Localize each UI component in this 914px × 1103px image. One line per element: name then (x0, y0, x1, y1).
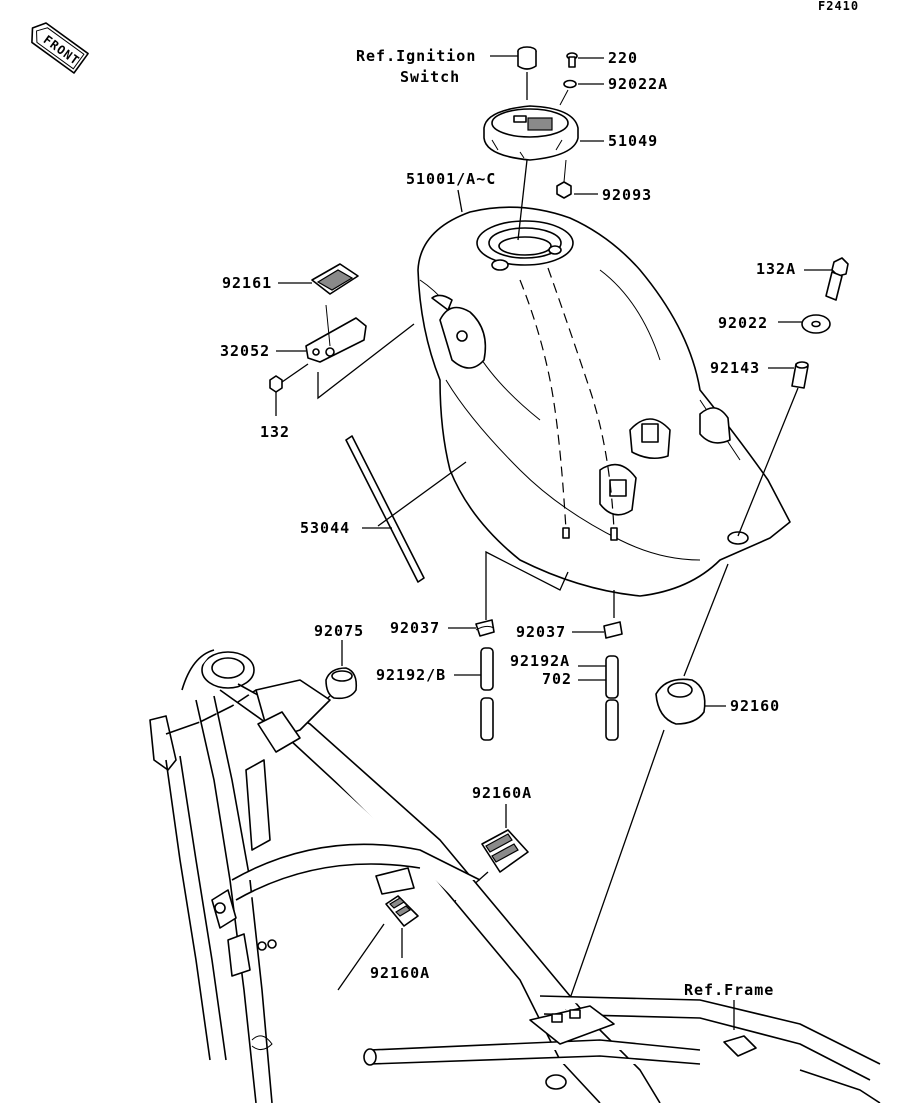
label-92160a-bottom: 92160A (370, 964, 430, 982)
label-92192a: 92192A (510, 652, 570, 670)
rubber-92160a-lower (337, 895, 419, 991)
label-702: 702 (542, 670, 572, 688)
label-ref-frame: Ref.Frame (684, 981, 774, 999)
label-92161: 92161 (222, 274, 272, 292)
label-132: 132 (260, 423, 290, 441)
bolt-132a (804, 257, 849, 301)
label-92037-right: 92037 (516, 623, 566, 641)
clamp-92037-left (448, 619, 495, 637)
label-53044: 53044 (300, 519, 350, 537)
rubber-92161 (278, 263, 359, 295)
label-92075: 92075 (314, 622, 364, 640)
label-92143: 92143 (710, 359, 760, 377)
fuel-tank-51001 (417, 206, 791, 597)
label-92022: 92022 (718, 314, 768, 332)
label-92160: 92160 (730, 697, 780, 715)
label-ref-ignition-2: Switch (400, 68, 460, 86)
front-direction-badge: FRONT (31, 22, 89, 74)
figure-id: F2410 (818, 0, 859, 13)
screw-220 (566, 52, 604, 68)
label-92037-left: 92037 (390, 619, 440, 637)
label-92192b: 92192/B (376, 666, 446, 684)
motorcycle-frame (149, 649, 881, 1103)
bracket-32052 (276, 304, 367, 363)
hose-92192a (578, 655, 619, 741)
label-51049: 51049 (608, 132, 658, 150)
fuel-cap-51049 (483, 89, 604, 161)
washer-92022 (778, 314, 831, 334)
washer-92022a (563, 79, 604, 89)
label-92093: 92093 (602, 186, 652, 204)
label-51001: 51001/A~C (406, 170, 496, 188)
label-32052: 32052 (220, 342, 270, 360)
label-92022a: 92022A (608, 75, 668, 93)
label-ref-ignition-1: Ref.Ignition (356, 47, 476, 65)
ignition-switch-ref-part (517, 46, 537, 100)
collar-92143 (737, 361, 809, 537)
clamp-92037-right (572, 590, 623, 639)
damper-92160 (565, 563, 729, 1011)
bolt-132 (269, 363, 309, 416)
nut-92093 (556, 159, 598, 199)
label-92160a-top: 92160A (472, 784, 532, 802)
hose-92192b (454, 647, 494, 741)
label-132a: 132A (756, 260, 796, 278)
strip-53044 (345, 435, 467, 583)
label-220: 220 (608, 49, 638, 67)
